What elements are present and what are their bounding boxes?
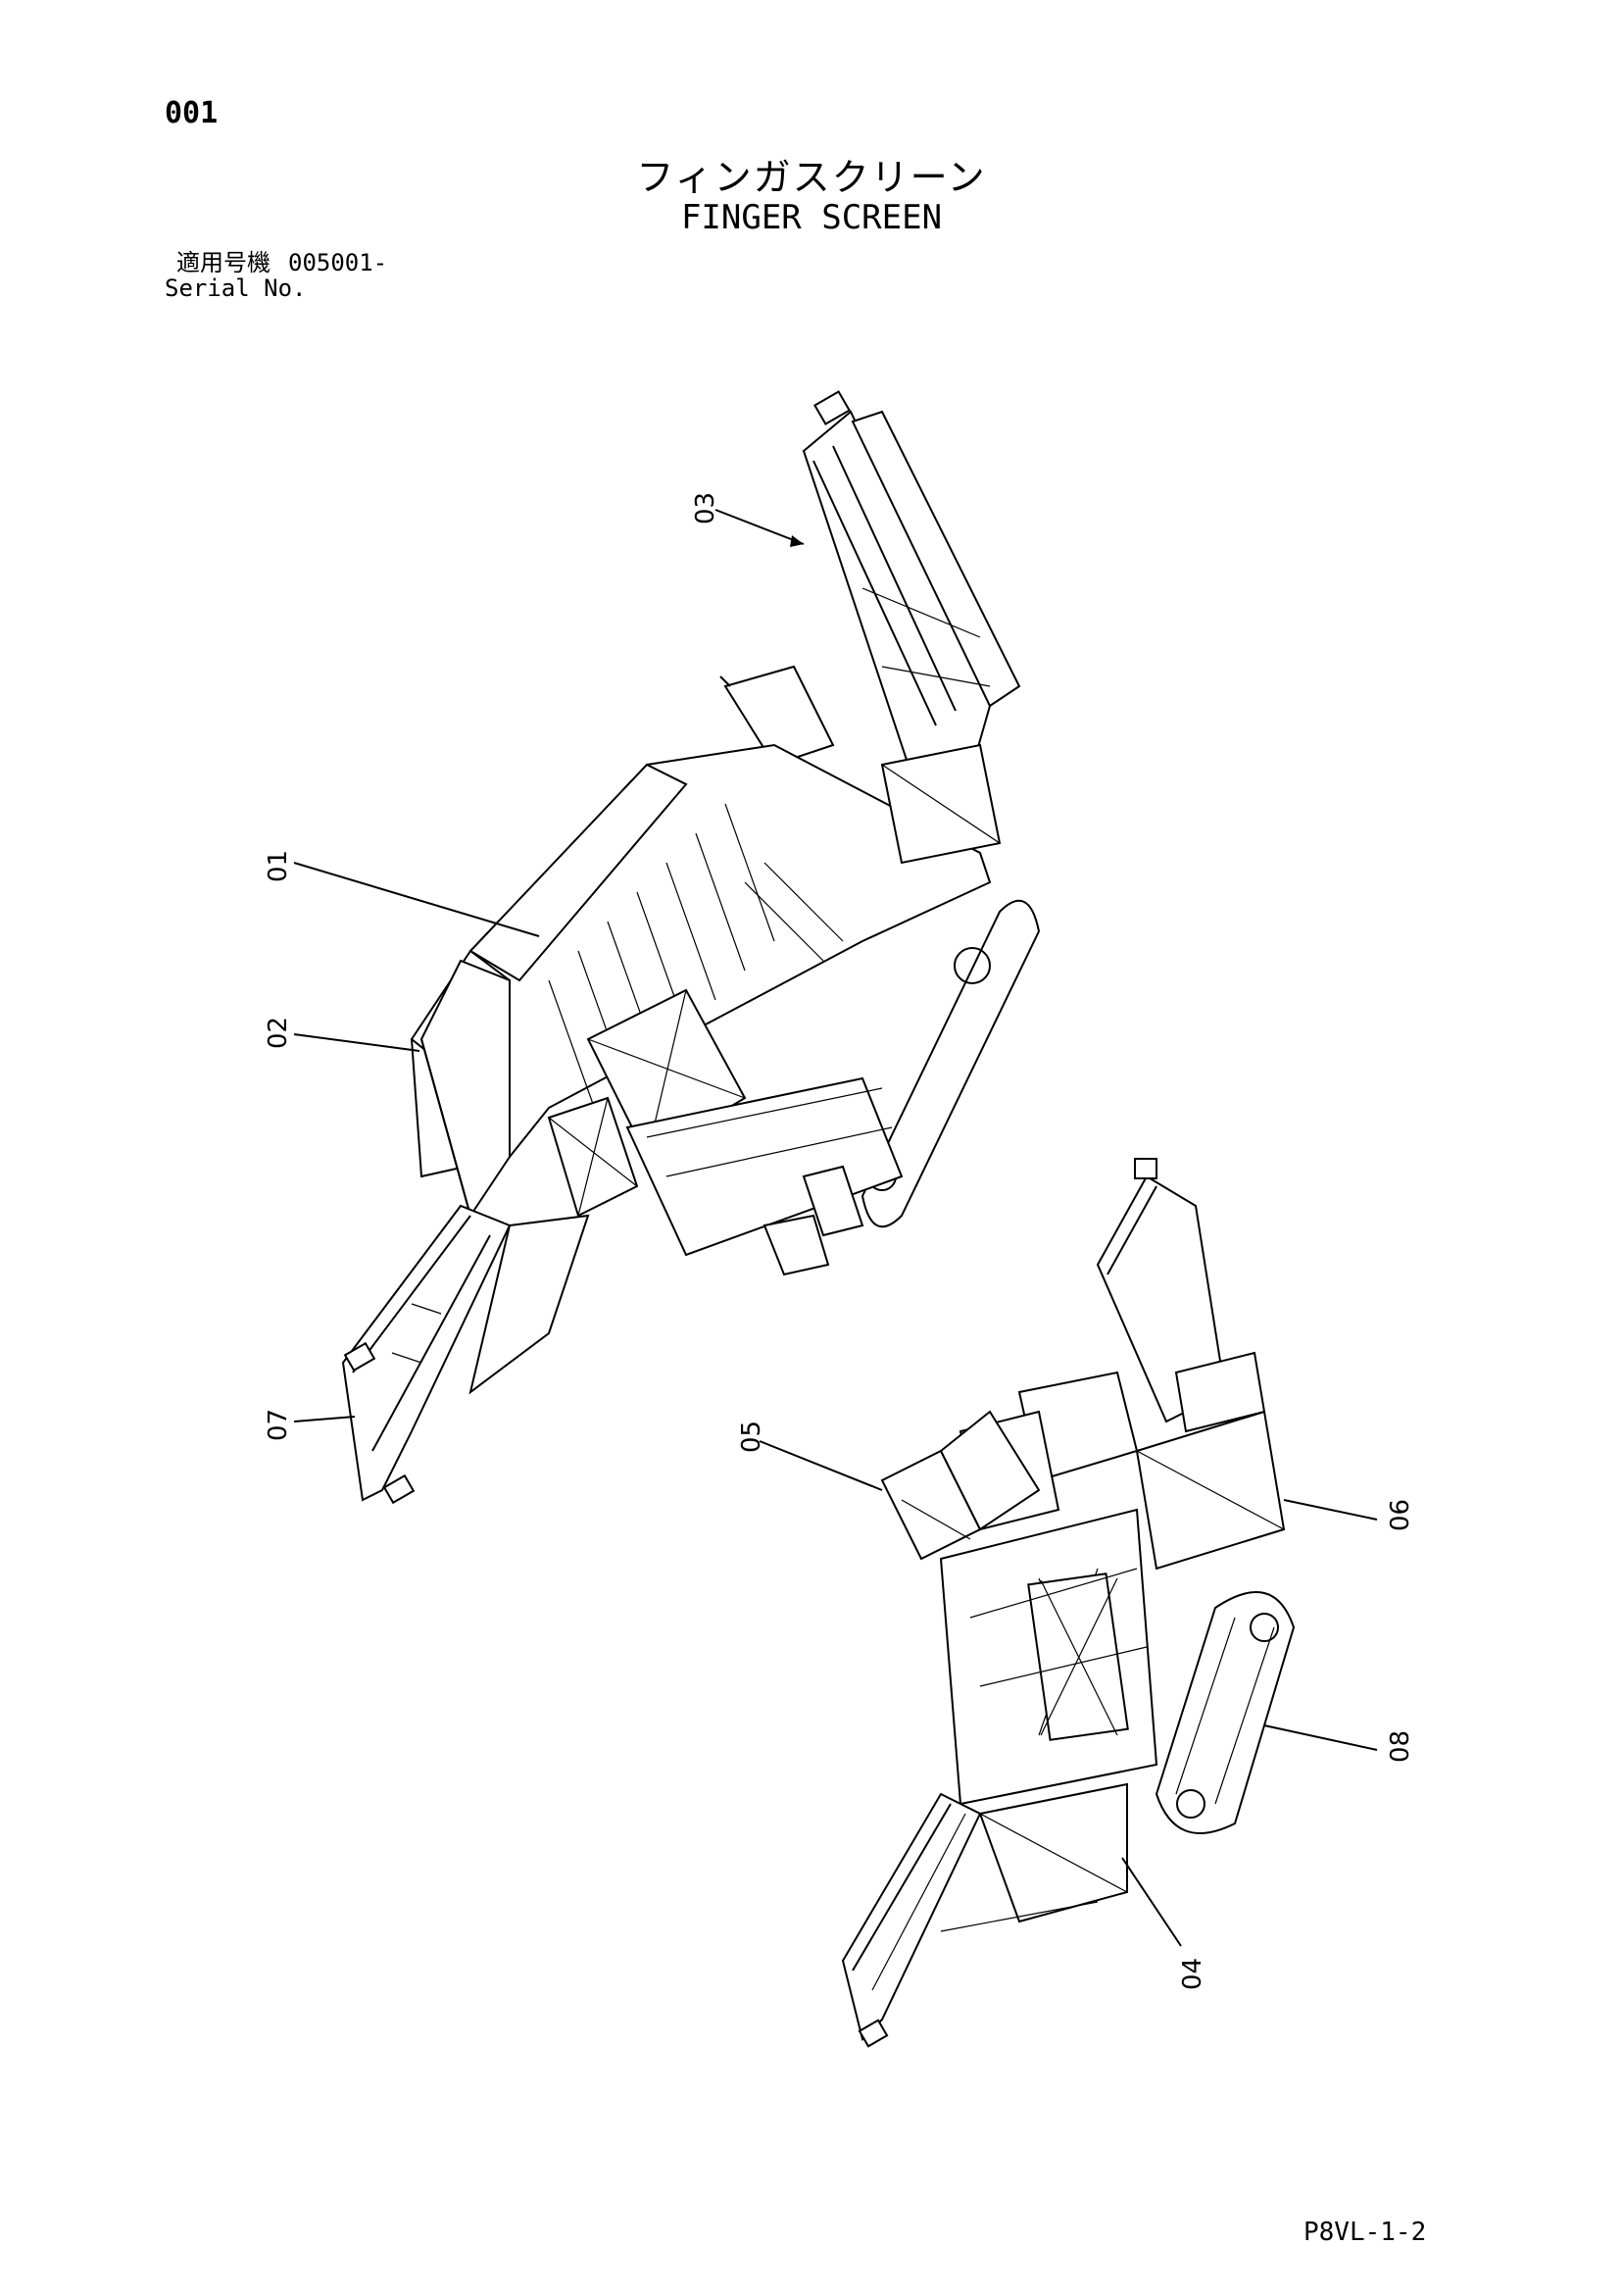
chassis-upper bbox=[625, 743, 1002, 1276]
title-japanese: フィンガスクリーン bbox=[636, 156, 987, 199]
callout-05: 05 bbox=[737, 1421, 766, 1453]
title-english: FINGER SCREEN bbox=[680, 198, 943, 237]
machine-upper-view bbox=[341, 390, 1041, 1505]
central-body-lower bbox=[939, 1508, 1158, 1806]
callout-02: 02 bbox=[264, 1017, 293, 1049]
callout-labels: 03 01 02 07 05 06 08 04 bbox=[264, 492, 1415, 1990]
serial-value: 005001- bbox=[288, 249, 388, 276]
discharge-conveyor-upper bbox=[341, 1204, 590, 1505]
machine-lower-view bbox=[841, 1158, 1296, 2048]
serial-label-en: Serial No. bbox=[165, 275, 307, 302]
crawler-track-lower bbox=[1155, 1591, 1296, 1834]
serial-block: 適用号機 005001- Serial No. bbox=[165, 250, 387, 301]
leader-lines bbox=[293, 509, 1378, 1947]
callout-08: 08 bbox=[1386, 1730, 1415, 1763]
feeder-lower bbox=[880, 1410, 1041, 1561]
serial-label-jp: 適用号機 bbox=[176, 249, 270, 276]
callout-03: 03 bbox=[691, 492, 720, 524]
page-number: 001 bbox=[165, 96, 219, 130]
rear-conveyor bbox=[719, 390, 1021, 775]
main-screen-body bbox=[410, 743, 992, 1219]
callout-06: 06 bbox=[1386, 1499, 1415, 1531]
callout-04: 04 bbox=[1178, 1958, 1207, 1990]
serial-line-jp: 適用号機 005001- bbox=[165, 250, 387, 275]
callout-07: 07 bbox=[264, 1409, 293, 1441]
discharge-conveyor-lower bbox=[841, 1782, 1128, 2048]
document-code: P8VL-1-2 bbox=[1303, 2218, 1427, 2247]
rear-conveyor-lower bbox=[1096, 1158, 1266, 1433]
callout-01: 01 bbox=[264, 850, 293, 882]
